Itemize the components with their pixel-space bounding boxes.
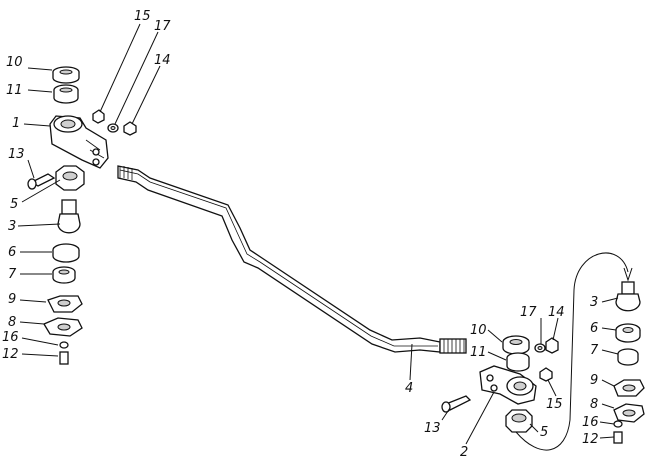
left-seat-7	[52, 266, 76, 284]
left-nut-5	[55, 165, 85, 191]
right-washer-17	[534, 343, 546, 353]
right-ring-6	[615, 323, 641, 343]
leader-lines	[17, 23, 619, 445]
label-7-left: 7	[8, 267, 17, 282]
label-10-right: 10	[470, 323, 487, 338]
label-9-left: 9	[8, 292, 16, 307]
assembly-arrow	[515, 252, 633, 451]
right-bolt-15	[539, 367, 553, 382]
label-1: 1	[12, 116, 20, 131]
label-8-right: 8	[590, 397, 598, 412]
left-ring-6	[52, 243, 80, 263]
left-tie-rod-end-1	[49, 115, 109, 169]
label-16-left: 16	[2, 330, 19, 345]
label-11-right: 11	[470, 345, 487, 360]
label-5-left: 5	[10, 197, 18, 212]
label-17-top: 17	[154, 19, 171, 34]
label-16-right: 16	[582, 415, 599, 430]
label-6-left: 6	[8, 245, 16, 260]
label-3-right: 3	[590, 295, 598, 310]
label-6-right: 6	[590, 321, 598, 336]
label-13-right: 13	[424, 421, 441, 436]
right-tie-rod-end-2	[479, 365, 537, 405]
label-3-left: 3	[8, 219, 16, 234]
left-cover-8	[43, 317, 83, 337]
left-nut-14	[123, 121, 137, 136]
right-cover-8	[613, 403, 645, 423]
right-washer-16	[613, 420, 623, 428]
label-10-left: 10	[6, 55, 23, 70]
label-2: 2	[460, 445, 468, 460]
label-4: 4	[405, 381, 413, 396]
label-15-top: 15	[134, 9, 151, 24]
left-washer-10	[52, 66, 80, 84]
label-12-right: 12	[582, 432, 599, 447]
label-14-right: 14	[548, 305, 565, 320]
right-plate-9	[613, 379, 645, 397]
right-bushing-11	[506, 352, 530, 372]
tie-rod	[117, 165, 467, 354]
right-seat-7	[617, 348, 639, 366]
left-washer-17	[107, 123, 119, 133]
labels: 15 17 14 10 11 1 13 5 3 6 7 9 8 16 12 4 …	[2, 9, 599, 460]
label-12-left: 12	[2, 347, 19, 362]
left-bushing-11	[53, 84, 79, 104]
left-washer-16	[59, 341, 69, 349]
left-ball-pin-3	[57, 199, 81, 234]
label-8-left: 8	[8, 315, 16, 330]
right-washer-10	[502, 335, 530, 355]
right-nut-14	[545, 337, 559, 354]
label-9-right: 9	[590, 373, 598, 388]
right-bolt-12	[613, 431, 623, 444]
right-nut-5	[505, 409, 533, 433]
label-11-left: 11	[6, 83, 23, 98]
label-7-right: 7	[590, 343, 599, 358]
left-bolt-12	[59, 351, 69, 365]
label-14-top: 14	[154, 53, 171, 68]
label-5-right: 5	[540, 425, 548, 440]
label-15-right: 15	[546, 397, 563, 412]
left-bolt-13	[27, 173, 56, 190]
left-bolt-15	[92, 109, 105, 124]
label-17-right: 17	[520, 305, 537, 320]
right-ball-pin-3	[615, 281, 641, 312]
right-bolt-13	[441, 395, 472, 413]
left-plate-9	[47, 295, 83, 313]
label-13-left: 13	[8, 147, 25, 162]
